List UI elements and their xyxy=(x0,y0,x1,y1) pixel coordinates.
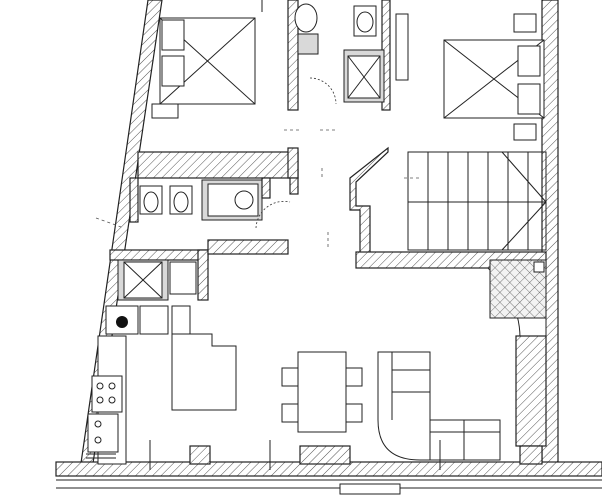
living-dining xyxy=(149,259,547,470)
stair-steps-lower xyxy=(427,202,529,250)
kitchen xyxy=(86,305,237,465)
dining-chair-2 xyxy=(281,403,299,423)
dining-chair-4 xyxy=(345,403,363,423)
bedroom-left xyxy=(151,0,263,119)
corner-sofa xyxy=(377,351,501,461)
sink-top xyxy=(294,3,318,33)
pillow-right-2 xyxy=(517,83,541,115)
dining-table xyxy=(297,351,347,433)
nightstand-right xyxy=(513,13,537,33)
pillow-right-1 xyxy=(517,45,541,77)
washing-machine xyxy=(169,261,197,295)
staircase xyxy=(349,146,547,269)
stair-steps-upper xyxy=(427,152,529,202)
corridor xyxy=(137,129,336,248)
dining-chair-3 xyxy=(345,367,363,387)
pillow-left-2 xyxy=(161,55,185,87)
bathroom-middle xyxy=(129,177,299,229)
nightstand-left xyxy=(151,103,179,119)
laundry xyxy=(95,217,289,301)
dining-chair-1 xyxy=(281,367,299,387)
kitchen-counter xyxy=(171,333,237,411)
cooktop xyxy=(91,375,123,413)
bathroom-top xyxy=(287,0,409,111)
nightstand-right-2 xyxy=(513,123,537,141)
pillow-left-1 xyxy=(161,19,185,51)
sink-kitchen xyxy=(87,413,119,453)
bedroom-right xyxy=(443,13,545,141)
